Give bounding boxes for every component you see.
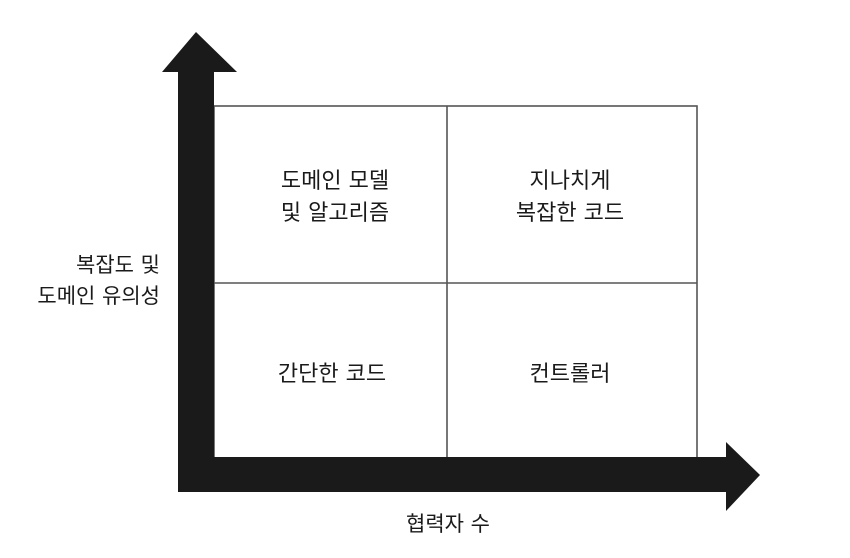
quadrant-bottom-left-label: 간단한 코드 <box>278 362 386 387</box>
y-axis-label-line1: 복잡도 및 <box>76 253 160 277</box>
quadrant-grid <box>213 105 698 463</box>
quadrant-top-right-label-line2: 복잡한 코드 <box>516 201 624 226</box>
y-axis-shaft <box>178 68 214 492</box>
y-axis-arrow <box>162 32 237 492</box>
x-axis-shaft <box>178 457 728 492</box>
quadrant-top-right-label-line1: 지나치게 <box>530 169 611 194</box>
grid-outer-border <box>213 105 698 463</box>
quadrant-bottom-right-label: 컨트롤러 <box>530 362 611 387</box>
quadrant-top-left-label-line1: 도메인 모델 <box>281 169 389 194</box>
x-axis-arrowhead <box>726 442 760 511</box>
x-axis-arrow <box>178 442 760 511</box>
y-axis-label-line2: 도메인 유의성 <box>37 284 160 308</box>
x-axis-label: 협력자 수 <box>406 512 490 536</box>
quadrant-top-left-label-line2: 및 알고리즘 <box>281 201 389 226</box>
y-axis-arrowhead <box>162 32 237 72</box>
